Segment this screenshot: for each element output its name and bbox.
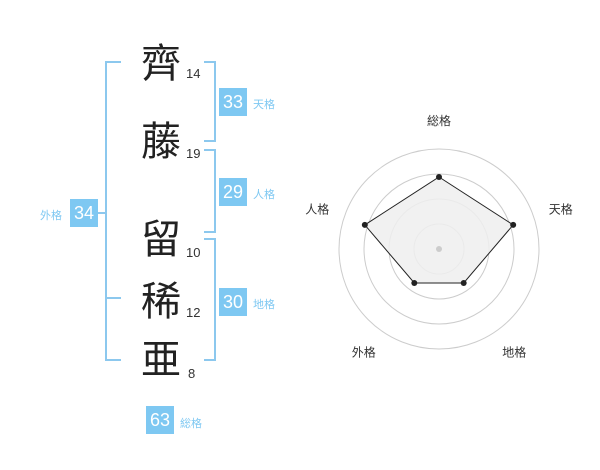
- name-char-3: 留: [141, 217, 181, 263]
- stroke-count-2: 19: [186, 146, 201, 161]
- tenkaku-label: 天格: [253, 98, 275, 111]
- chikaku-label: 地格: [253, 298, 275, 311]
- name-char-5: 亜: [141, 337, 181, 383]
- tenkaku-bracket: [204, 61, 216, 142]
- jinkaku-bracket: [204, 149, 216, 233]
- radar-axis-label: 人格: [305, 201, 329, 216]
- chikaku-value: 30: [219, 288, 247, 316]
- radar-axis-label: 天格: [549, 201, 573, 216]
- stroke-count-5: 8: [188, 366, 196, 381]
- radar-point: [361, 221, 368, 228]
- tenkaku-value: 33: [219, 88, 247, 116]
- chikaku-bracket: [204, 238, 216, 361]
- soukaku-value: 63: [146, 406, 174, 434]
- radar-axis-label: 外格: [352, 345, 376, 360]
- name-char-2: 藤: [141, 119, 181, 165]
- radar-point: [411, 279, 418, 286]
- name-char-1: 齊: [141, 41, 181, 87]
- jinkaku-value: 29: [219, 178, 247, 206]
- gaikaku-bracket-tick: [105, 297, 121, 299]
- stroke-count-1: 14: [186, 66, 201, 81]
- gaikaku-bracket: [105, 61, 121, 361]
- radar-center-dot: [436, 246, 442, 252]
- radar-axis-label: 地格: [502, 345, 526, 360]
- jinkaku-label: 人格: [253, 188, 275, 201]
- radar-polygon: [364, 176, 514, 284]
- radar-point: [460, 279, 467, 286]
- radar-point: [510, 221, 517, 228]
- name-char-4: 稀: [141, 279, 181, 325]
- soukaku-label: 総格: [180, 417, 202, 430]
- gaikaku-value: 34: [70, 199, 98, 227]
- stroke-count-3: 10: [186, 245, 201, 260]
- stroke-count-4: 12: [186, 305, 201, 320]
- radar-axis-label: 総格: [427, 113, 451, 128]
- radar-ring: [338, 148, 540, 350]
- gaikaku-label: 外格: [40, 209, 62, 222]
- gaikaku-bracket-connector: [96, 212, 106, 214]
- radar-point: [436, 174, 442, 180]
